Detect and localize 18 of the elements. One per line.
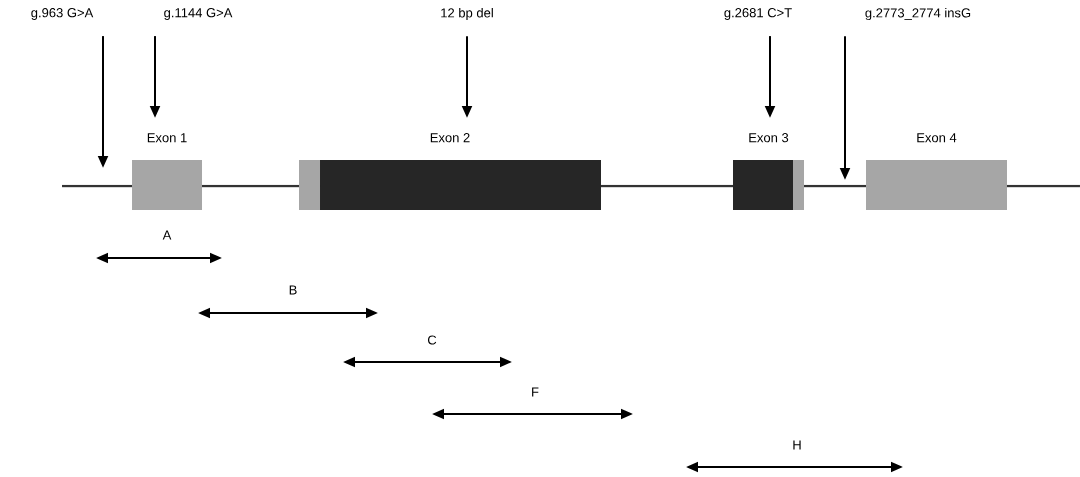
exon-box: Exon 1: [132, 133, 202, 210]
mutation-label: g.963 G>A: [31, 8, 94, 20]
mutation-label: g.2681 C>T: [724, 8, 792, 20]
node-label: Exon 3: [749, 133, 789, 143]
mutation-label: g.1144 G>A: [164, 8, 233, 20]
amplicon-label: H: [793, 440, 801, 450]
exon-box: Exon 2: [299, 133, 601, 210]
exon-box: Exon 3: [733, 133, 804, 210]
node-label: Exon 4: [917, 133, 957, 143]
node-label: Exon 1: [147, 133, 187, 143]
mutation-label: 12 bp del: [441, 7, 493, 21]
amplicon-label: C: [427, 335, 437, 345]
mutation-label: g.2773_2774 insG: [865, 7, 971, 21]
amplicon-label: F: [532, 387, 539, 397]
exon-box: Exon 4: [866, 133, 1007, 210]
amplicon-label: A: [162, 230, 172, 240]
node-label: Exon 2: [430, 133, 470, 143]
amplicon-label: B: [289, 285, 297, 295]
